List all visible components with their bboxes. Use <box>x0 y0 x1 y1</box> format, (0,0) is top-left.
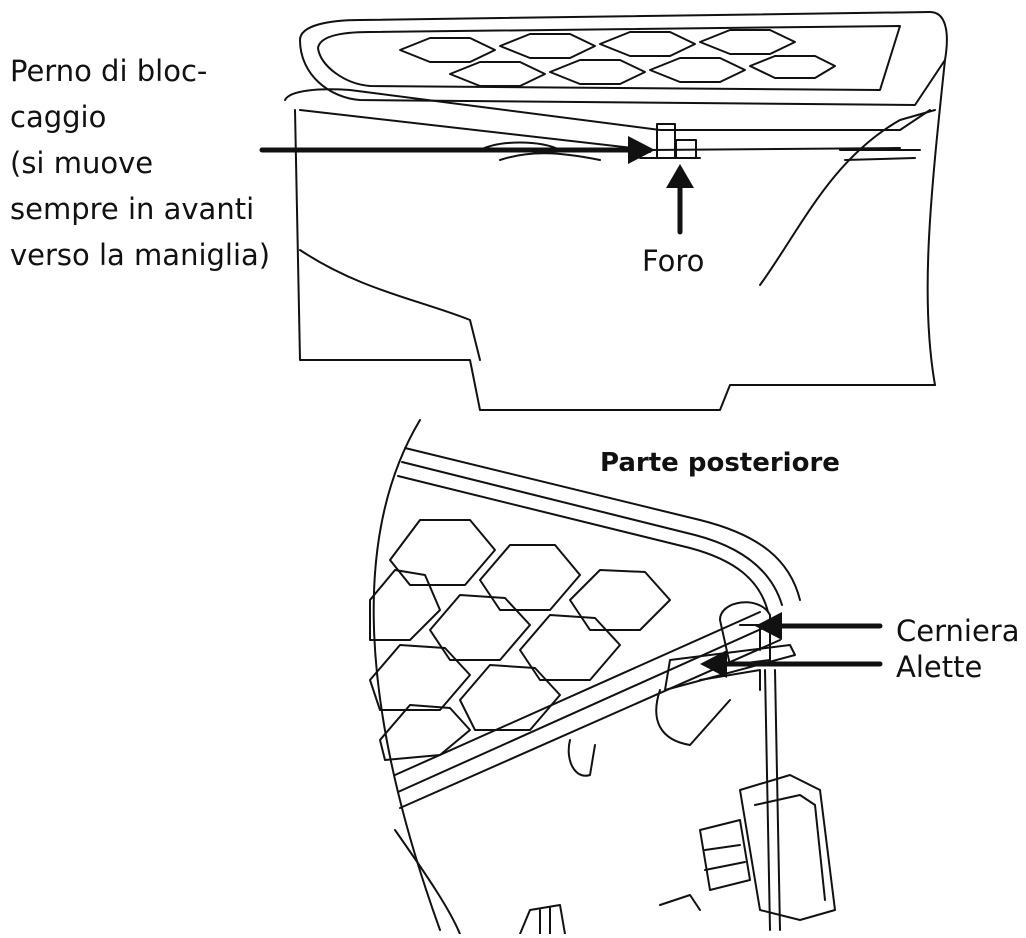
hinge-arrow <box>755 612 883 640</box>
pin-arrow <box>259 136 655 164</box>
hole-arrow <box>666 164 694 235</box>
top-lid-drawing <box>284 11 948 411</box>
rear-label: Parte posteriore <box>600 448 840 478</box>
rear-corner-drawing <box>369 419 836 935</box>
locking-pin-label: Perno di bloc- caggio (si muove sempre i… <box>10 48 270 278</box>
locking-pin-label-line: caggio <box>10 100 107 134</box>
locking-pin-label-line: verso la maniglia) <box>10 238 271 272</box>
locking-pin-label-line: Perno di bloc- <box>10 54 208 88</box>
hole-label: Foro <box>642 244 705 278</box>
hinge-label: Cerniera <box>896 614 1020 648</box>
tabs-label: Alette <box>896 650 983 684</box>
locking-pin-label-line: (si muove <box>10 146 154 180</box>
tabs-arrow <box>700 650 883 678</box>
locking-pin-label-line: sempre in avanti <box>10 192 255 226</box>
